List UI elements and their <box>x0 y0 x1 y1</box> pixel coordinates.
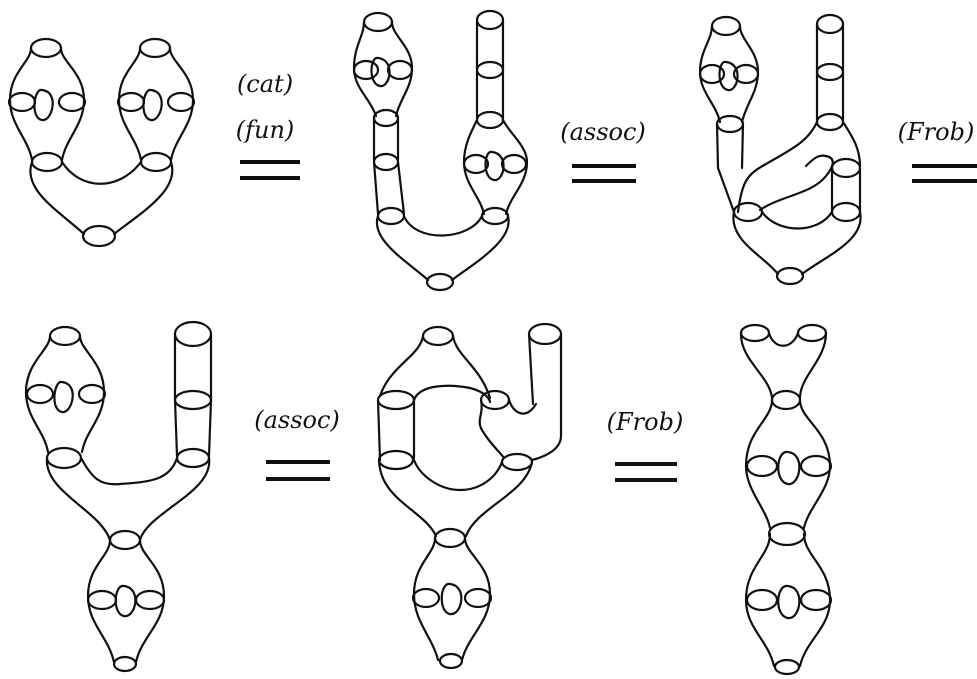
equals-sign <box>912 164 977 183</box>
equals-sign <box>240 160 300 180</box>
cobordism-3 <box>698 13 862 286</box>
cobordism-2 <box>352 9 529 292</box>
cobordism-1 <box>7 37 196 248</box>
relation-label: (cat) <box>237 70 293 98</box>
relation-label: (fun) <box>236 116 295 144</box>
relation-label: (Frob) <box>607 408 684 436</box>
equals-sign <box>572 164 636 183</box>
cobordism-6 <box>739 323 833 676</box>
cobordism-4 <box>24 320 213 673</box>
equals-sign <box>615 462 677 482</box>
cobordism-5 <box>376 322 563 670</box>
relation-label: (assoc) <box>254 406 340 434</box>
relation-label: (Frob) <box>898 118 975 146</box>
equals-sign <box>266 460 330 481</box>
relation-label: (assoc) <box>560 118 646 146</box>
